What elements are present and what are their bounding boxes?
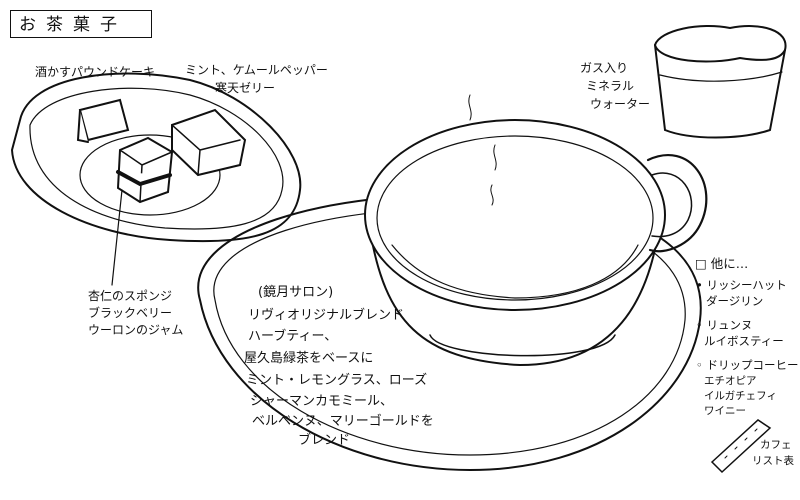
label-water-line3: ウォーター <box>590 97 651 111</box>
label-pound-cake: 酒かすパウンドケーキ <box>35 65 156 79</box>
others-item-sub: ワイニー <box>704 405 746 417</box>
jelly <box>171 108 247 177</box>
tea-line: リヴィオリジナルブレンド <box>248 308 405 323</box>
tea-salon: (鏡月サロン) <box>258 285 334 300</box>
label-sponge-line1: 杏仁のスポンジ <box>88 289 173 303</box>
tea-line: ベルベンヌ、マリーゴールドを <box>252 414 434 429</box>
label-water-line2: ミネラル <box>586 79 635 93</box>
others-item-sub: ルイボスティー <box>704 334 784 348</box>
teacup <box>364 94 708 367</box>
label-jelly-line2: 寒天ゼリー <box>215 81 276 95</box>
others-item-sub: イルガチェフィ <box>704 390 777 402</box>
saucer <box>197 193 702 472</box>
others-item: • リッシーハット <box>696 278 787 292</box>
cafe-list-card <box>710 419 772 474</box>
label-sponge-line3: ウーロンのジャム <box>88 323 184 337</box>
label-sponge-line2: ブラックベリー <box>88 306 173 320</box>
cafe-list-label-line1: カフェ <box>760 439 792 451</box>
menu-title: お茶菓子 <box>10 10 152 38</box>
others-item-name: ドリップコーヒー <box>706 358 799 372</box>
sponge-cake <box>116 136 174 204</box>
tea-line: ブレンド <box>298 433 351 448</box>
others-item-sub: ダージリン <box>706 294 764 308</box>
water-glass <box>653 25 787 139</box>
others-item: ◦ ドリップコーヒー <box>696 358 799 372</box>
others-heading: □ 他に… <box>695 256 749 271</box>
pound-cake <box>76 98 130 143</box>
label-water-line1: ガス入り <box>580 61 629 75</box>
others-item-name: リッシーハット <box>706 278 787 292</box>
others-item-name: リュンヌ <box>706 318 753 332</box>
others-item: ◦ リュンヌ <box>696 318 753 332</box>
label-jelly-line1: ミント、ケムールペッパー <box>185 63 328 77</box>
tea-line: ハーブティー、 <box>248 329 338 344</box>
pointer-line <box>111 189 123 286</box>
tea-line: ミント・レモングラス、ローズ <box>246 373 428 388</box>
tea-line: シャーマンカモミール、 <box>250 394 394 409</box>
cafe-list-label-line2: リスト表 <box>752 455 794 467</box>
tea-line: 屋久島緑茶をベースに <box>244 351 374 366</box>
others-item-sub: エチオピア <box>704 375 757 387</box>
